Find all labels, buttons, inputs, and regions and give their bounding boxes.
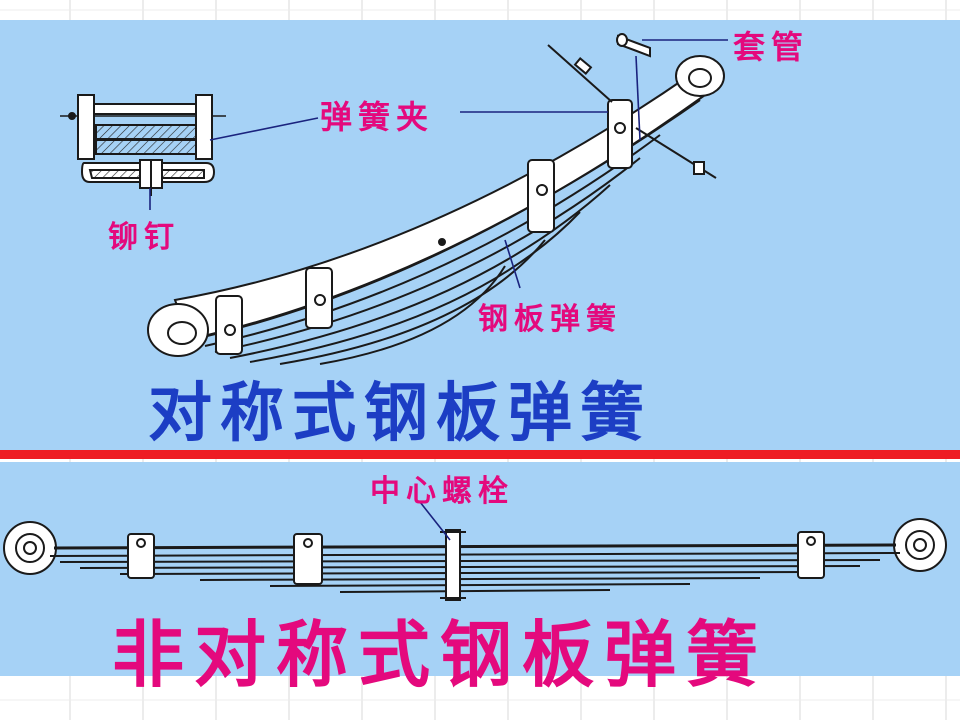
asymmetric-leaf-spring: [3, 518, 947, 601]
symmetric-spring-panel: [0, 20, 960, 451]
label-rivet: 铆钉: [108, 220, 180, 255]
leader-sleeve-bolt: [635, 55, 641, 141]
label-spring-clip: 弹簧夹: [320, 98, 435, 136]
label-sleeve: 套管: [733, 28, 810, 66]
leader-spring-clip-left: [209, 117, 319, 141]
title-asymmetric: 非对称式钢板弹簧: [112, 612, 769, 697]
label-center-bolt: 中心螺栓: [370, 474, 514, 509]
title-symmetric: 对称式钢板弹簧: [148, 376, 652, 451]
leader-leaf-spring: [504, 239, 521, 289]
label-leaf-spring: 钢板弹簧: [478, 302, 622, 337]
leader-lines: [149, 39, 728, 541]
section-divider: [0, 450, 960, 459]
symmetric-leaf-spring: [147, 33, 725, 365]
spring-clip-cross-section: [60, 94, 226, 196]
leader-center-bolt: [419, 501, 451, 541]
